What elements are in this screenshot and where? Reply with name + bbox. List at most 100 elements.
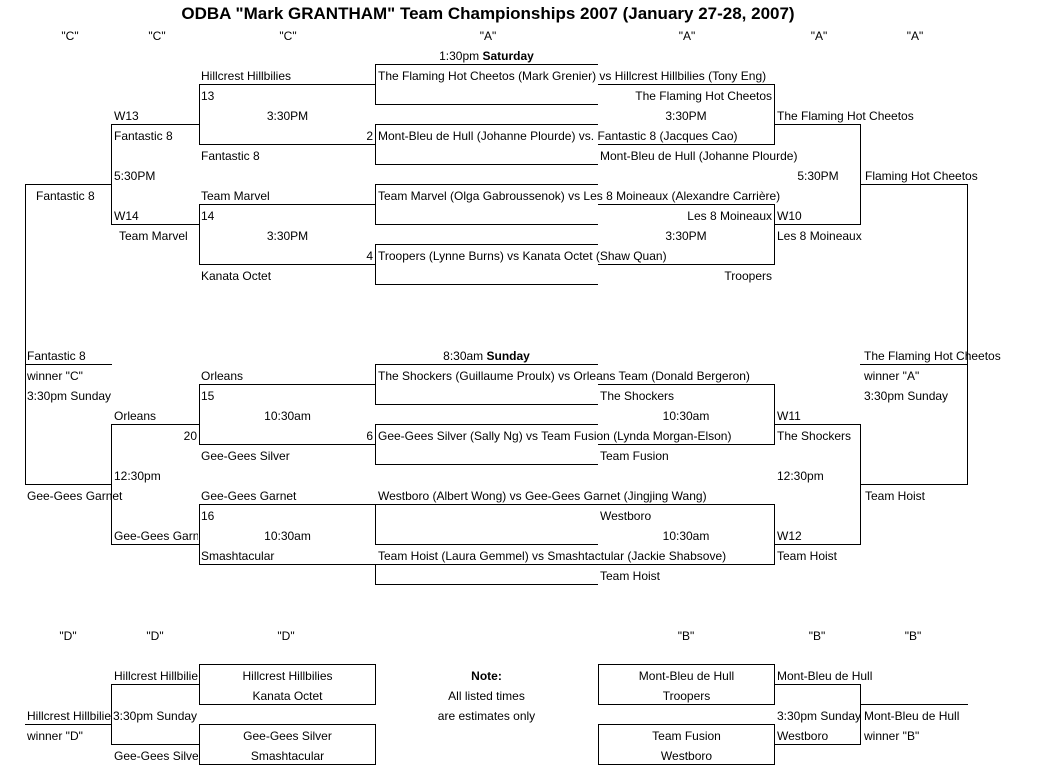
bracket-line: [375, 184, 598, 185]
c-team: Gee-Gees Silver: [201, 449, 290, 463]
bracket-line: [598, 144, 774, 145]
bracket-line: [598, 724, 774, 725]
bracket-line: [375, 64, 598, 65]
division-header: "A": [479, 29, 497, 43]
bracket-line: [860, 684, 861, 745]
bracket-line: [375, 364, 598, 365]
c-champion: Fantastic 8: [27, 349, 86, 363]
a-champion: The Flaming Hot Cheetos: [864, 349, 1001, 363]
sunday-header: 8:30am Sunday: [375, 349, 598, 363]
d-team: Hillcrest Hillbilies: [242, 669, 333, 683]
bracket-line: [598, 724, 599, 765]
c-team: Kanata Octet: [201, 269, 272, 283]
match-time: 5:30PM: [797, 169, 839, 183]
bracket-line: [598, 664, 599, 705]
bracket-line: [375, 124, 376, 165]
match-number: 14: [201, 209, 215, 223]
match-time: 10:30am: [264, 409, 311, 423]
b-final-team: Mont-Bleu de Hull: [864, 709, 960, 723]
bracket-line: [199, 564, 375, 565]
match-number: 20: [183, 429, 197, 443]
bracket-line: [375, 724, 376, 765]
division-header: "C": [148, 29, 166, 43]
c-team: Hillcrest Hillbilies: [201, 69, 292, 83]
c-team: Smashtacular: [201, 549, 275, 563]
c-semi-team: Gee-Gees Garnet: [114, 529, 198, 543]
bracket-line: [774, 744, 861, 745]
bracket-line: [199, 724, 200, 765]
match-time: 5:30PM: [114, 169, 156, 183]
bracket-line: [598, 564, 774, 565]
a-winner: Team Hoist: [600, 569, 661, 583]
bracket-line: [598, 664, 774, 665]
bracket-line: [375, 164, 598, 165]
bracket-line: [199, 504, 375, 505]
bracket-line: [375, 544, 598, 545]
bracket-line: [199, 384, 200, 445]
bracket-line: [375, 284, 598, 285]
a-semi-label: W10: [777, 209, 802, 223]
bracket-line: [199, 384, 375, 385]
sunday-time: 8:30am: [443, 349, 484, 363]
bracket-line: [860, 184, 968, 185]
bracket-line: [375, 64, 376, 105]
a-final-team: Flaming Hot Cheetos: [865, 169, 978, 183]
bracket-line: [199, 504, 200, 565]
b-semi-team: Westboro: [777, 729, 829, 743]
c-final-time: 3:30pm Sunday: [27, 389, 112, 403]
c-semi-label: W13: [114, 109, 139, 123]
b-winner-label: winner "B": [864, 729, 920, 743]
d-semi-team: Hillcrest Hillbilies: [114, 669, 198, 683]
match-time: 10:30am: [264, 529, 311, 543]
bracket-line: [860, 124, 861, 225]
b-semi-team: Mont-Bleu de Hull: [777, 669, 873, 683]
bracket-line: [111, 684, 112, 745]
bracket-line: [375, 184, 376, 225]
match-a-q5: The Shockers (Guillaume Proulx) vs Orlea…: [378, 369, 750, 383]
a-final-team: Team Hoist: [865, 489, 926, 503]
bracket-line: [111, 684, 199, 685]
c-semi-team: Team Marvel: [119, 229, 188, 243]
d-team: Kanata Octet: [252, 689, 323, 703]
bracket-line: [375, 404, 598, 405]
match-number: 6: [366, 429, 373, 443]
bracket-line: [598, 704, 774, 705]
a-semi-team: The Flaming Hot Cheetos: [777, 109, 914, 123]
a-winner: Mont-Bleu de Hull (Johanne Plourde): [600, 149, 798, 163]
bracket-line: [774, 544, 861, 545]
b-team: Mont-Bleu de Hull: [638, 669, 735, 683]
match-time: 12:30pm: [777, 469, 824, 483]
c-semi-team: Fantastic 8: [114, 129, 173, 143]
bracket-line: [111, 424, 200, 425]
c-team: Fantastic 8: [201, 149, 260, 163]
a-winner: The Flaming Hot Cheetos: [635, 89, 772, 103]
division-header: "B": [904, 629, 922, 643]
a-semi-label: W11: [777, 409, 801, 423]
d-team: Gee-Gees Silver: [243, 729, 332, 743]
a-semi-label: W12: [777, 529, 802, 543]
bracket-line: [860, 364, 968, 365]
match-a-q1: The Flaming Hot Cheetos (Mark Grenier) v…: [378, 69, 767, 83]
bracket-line: [25, 484, 112, 485]
bracket-line: [774, 504, 775, 565]
match-number: 15: [201, 389, 215, 403]
note-text: are estimates only: [437, 709, 536, 723]
a-winner: The Shockers: [600, 389, 675, 403]
d-semi-team: Gee-Gees Silver: [114, 749, 198, 763]
bracket-line: [199, 444, 375, 445]
match-number: 13: [201, 89, 215, 103]
d-winner-label: winner "D": [27, 729, 83, 743]
c-team: Orleans: [201, 369, 244, 383]
b-team: Team Fusion: [652, 729, 721, 743]
bracket-line: [598, 504, 774, 505]
sunday-label: Sunday: [486, 349, 530, 363]
a-winner: Westboro: [600, 509, 652, 523]
division-header: "A": [906, 29, 924, 43]
bracket-line: [199, 84, 375, 85]
division-header: "D": [277, 629, 295, 643]
match-time: 12:30pm: [114, 469, 161, 483]
bracket-line: [199, 664, 200, 705]
bracket-line: [199, 664, 375, 665]
bracket-line: [111, 124, 112, 225]
